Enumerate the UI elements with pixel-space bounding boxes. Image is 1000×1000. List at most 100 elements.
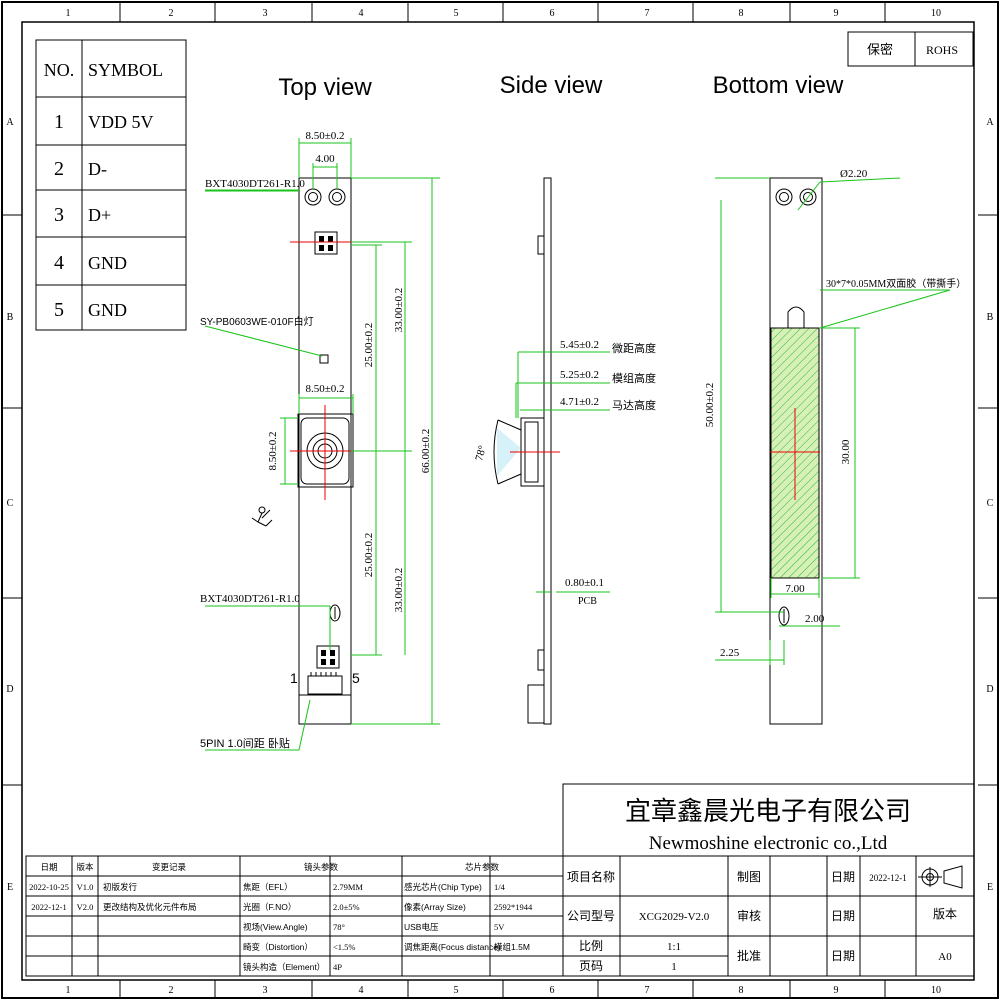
version-label: 版本 xyxy=(933,907,957,921)
check-label: 审核 xyxy=(737,908,761,923)
col-label: 1 xyxy=(66,985,71,996)
tape-label: 30*7*0.05MM双面胶（带撕手） xyxy=(826,277,966,290)
row-label: E xyxy=(7,882,13,893)
col-label: 6 xyxy=(550,985,555,996)
dim-tape-width: 7.00 xyxy=(785,583,805,595)
date-label: 日期 xyxy=(831,909,855,923)
chip-key: USB电压 xyxy=(404,922,439,932)
dim-hole-pitch: 4.00 xyxy=(315,153,335,165)
height-motor: 4.71±0.2 xyxy=(560,396,599,408)
scale-label: 比例 xyxy=(579,939,603,953)
rev-date: 2022-12-1 xyxy=(31,902,66,912)
chip-value: 5V xyxy=(494,922,505,932)
col-label: 5 xyxy=(454,985,459,996)
rev-date: 2022-10-25 xyxy=(29,882,69,892)
bottom-slot xyxy=(778,606,790,626)
scale-value: 1:1 xyxy=(667,941,681,953)
col-label: 5 xyxy=(454,8,459,19)
row-label: B xyxy=(987,312,994,323)
connector-top-label: BXT4030DT261-R1.0 xyxy=(205,178,305,190)
chip-value: 1/4 xyxy=(494,882,506,892)
dim-tape-height: 30.00 xyxy=(840,439,852,464)
secret-label: 保密 xyxy=(867,42,893,57)
col-label: 10 xyxy=(931,8,941,19)
company-name-cn: 宜章鑫晨光电子有限公司 xyxy=(625,796,911,826)
lens-value: 2.79MM xyxy=(333,882,363,892)
lens-value: <1.5% xyxy=(333,942,356,952)
projection-symbol-icon xyxy=(918,865,963,889)
rev-header-date: 日期 xyxy=(40,862,57,872)
pin1-label: 1 xyxy=(290,670,298,686)
project-label: 项目名称 xyxy=(567,869,615,884)
col-label: 3 xyxy=(263,8,268,19)
col-label: 9 xyxy=(834,8,839,19)
row-label: D xyxy=(6,684,13,695)
row-label: E xyxy=(987,882,993,893)
row-label: C xyxy=(987,498,994,509)
row-markers: A B C D E A B C D E xyxy=(2,117,998,893)
pin-no: 5 xyxy=(54,299,64,321)
col-label: 8 xyxy=(739,985,744,996)
rev-note: 更改结构及优化元件布局 xyxy=(103,902,197,912)
pin-no: 4 xyxy=(54,252,64,274)
top-view-title: Top view xyxy=(278,74,372,101)
chip-value: 2592*1944 xyxy=(494,902,533,912)
height-motor-label: 马达高度 xyxy=(612,398,656,412)
fpc-label: 5PIN 1.0间距 卧贴 xyxy=(200,736,290,750)
led xyxy=(319,354,329,364)
side-view: 5.45±0.2 微距高度 5.25±0.2 模组高度 4.71±0.2 马达高… xyxy=(473,177,656,725)
lens-key: 光圈（F.NO） xyxy=(243,902,296,912)
height-macro-label: 微距高度 xyxy=(612,341,656,355)
pcb-thickness: 0.80±0.1 xyxy=(565,577,604,589)
row-label: C xyxy=(7,498,14,509)
pin-header-symbol: SYMBOL xyxy=(88,60,163,80)
pin5-label: 5 xyxy=(352,670,360,686)
lens-key: 畸变（Distortion） xyxy=(243,942,313,952)
rev-ver: V1.0 xyxy=(77,882,94,892)
side-view-title: Side view xyxy=(500,72,603,99)
dim-length: 50.00±0.2 xyxy=(704,383,716,428)
pcb-label: PCB xyxy=(578,596,597,607)
top-view: 8.50±0.2 4.00 BXT4030DT261-R1.0 SY-PB060… xyxy=(200,130,440,751)
chip-key: 感光芯片(Chip Type) xyxy=(404,882,482,892)
dim-lower: 25.00±0.2 xyxy=(363,533,375,578)
chip-value: 模组1.5M xyxy=(494,942,530,952)
connector-top xyxy=(314,231,338,255)
col-label: 6 xyxy=(550,8,555,19)
person-symbol-icon xyxy=(251,506,273,527)
dim-width: 8.50±0.2 xyxy=(305,130,344,142)
row-label: D xyxy=(986,684,993,695)
chip-title: 芯片参数 xyxy=(465,862,500,872)
rev-header-ver: 版本 xyxy=(76,862,94,872)
lens-value: 4P xyxy=(333,962,342,972)
approve-label: 批准 xyxy=(737,948,761,963)
hole-diameter: Ø2.20 xyxy=(840,168,868,180)
lens-key: 镜头构造（Element） xyxy=(243,962,325,972)
dim-lower-total: 33.00±0.2 xyxy=(393,568,405,613)
model-value: XCG2029-V2.0 xyxy=(639,911,710,923)
pin-symbol: D+ xyxy=(88,205,111,225)
pcb-profile xyxy=(543,177,552,725)
connector-bottom xyxy=(316,645,340,669)
pin-symbol: VDD 5V xyxy=(88,112,154,132)
fov-angle: 78° xyxy=(473,444,489,462)
pin-symbol: D- xyxy=(88,159,107,179)
stamp-box: 保密 ROHS xyxy=(847,31,974,67)
version-value: A0 xyxy=(938,951,952,963)
dim-total: 66.00±0.2 xyxy=(420,429,432,474)
row-label: A xyxy=(6,117,14,128)
draw-label: 制图 xyxy=(737,870,761,884)
pin-symbol: GND xyxy=(88,300,127,320)
pin-no: 3 xyxy=(54,204,64,226)
col-label: 9 xyxy=(834,985,839,996)
col-label: 3 xyxy=(263,985,268,996)
dim-upper-total: 33.00±0.2 xyxy=(393,288,405,333)
inner-frame xyxy=(21,21,975,981)
height-macro: 5.45±0.2 xyxy=(560,339,599,351)
col-label: 4 xyxy=(359,8,364,19)
date-value: 2022-12-1 xyxy=(869,873,907,883)
col-label: 1 xyxy=(66,8,71,19)
rohs-label: ROHS xyxy=(926,43,958,57)
col-label: 2 xyxy=(169,985,174,996)
